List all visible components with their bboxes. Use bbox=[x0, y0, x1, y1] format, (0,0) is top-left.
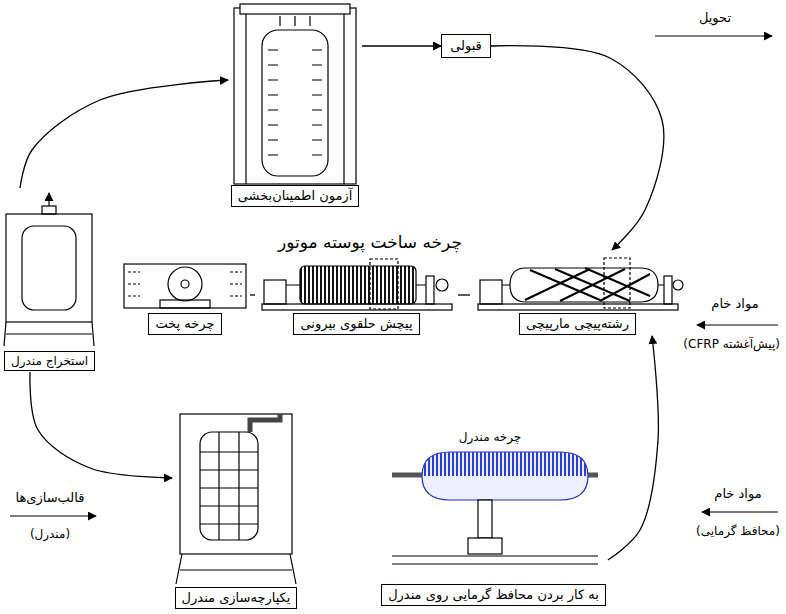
flow-connector bbox=[362, 45, 441, 46]
machine-bed bbox=[262, 304, 452, 310]
pressure-ticks bbox=[268, 16, 322, 155]
station-label: رشته‌پیچی مارپیچی bbox=[519, 313, 636, 335]
mandrel-assembly-station: یکپارچه‌سازی مندرل bbox=[172, 405, 300, 610]
rail bbox=[392, 556, 598, 564]
tailstock bbox=[426, 276, 434, 304]
part-label: چرخه مندرل bbox=[457, 430, 524, 446]
station-label: آزمون اطمینان‌بخشی bbox=[231, 185, 360, 207]
station-label: پیچش حلقوی بیرونی bbox=[293, 313, 419, 335]
delivery-arrow bbox=[655, 35, 772, 36]
flow-connector bbox=[458, 294, 470, 295]
oven-cabinet bbox=[180, 414, 292, 554]
flow-connector bbox=[250, 294, 255, 295]
insulation-station: به کار بردن محافظ گرمایی روی مندرل bbox=[379, 445, 608, 607]
test-frame bbox=[234, 8, 356, 184]
rotisserie-hub bbox=[181, 280, 189, 288]
carriage bbox=[604, 258, 630, 308]
headstock bbox=[264, 280, 286, 304]
extraction-oven bbox=[4, 193, 94, 346]
flow-connector bbox=[491, 46, 664, 250]
cure-station: چرخه پخت bbox=[120, 262, 250, 336]
mandrel-segments bbox=[200, 432, 258, 540]
input-label: مواد خام bbox=[712, 486, 763, 503]
station-label: یکپارچه‌سازی مندرل bbox=[175, 587, 298, 609]
oven-legs bbox=[4, 322, 94, 346]
flow-connector bbox=[20, 80, 228, 188]
station-label: استخراج مندرل bbox=[4, 351, 95, 371]
stand-post bbox=[478, 500, 492, 538]
input-note: (محافظ گرمایی) bbox=[694, 524, 782, 540]
input-note: (مندرل) bbox=[28, 527, 72, 543]
mandrel bbox=[422, 452, 588, 500]
helical-winding-machine bbox=[478, 258, 683, 310]
box-label: قبولی bbox=[450, 37, 482, 55]
output-label: تحویل bbox=[697, 10, 733, 27]
test-station: آزمون اطمینان‌بخشی bbox=[228, 2, 362, 208]
helical-fibres bbox=[525, 268, 650, 301]
station-label: چرخه پخت bbox=[148, 313, 221, 335]
heat-flow bbox=[128, 272, 242, 296]
oven-base bbox=[160, 300, 210, 308]
acceptance-box: قبولی bbox=[441, 34, 491, 58]
flow-connector bbox=[608, 336, 659, 560]
rotisserie bbox=[168, 267, 202, 301]
input-arrow bbox=[702, 511, 778, 512]
io-arrows bbox=[10, 36, 778, 516]
input-label: مواد خام bbox=[709, 296, 760, 313]
segmented-mandrel bbox=[200, 432, 258, 540]
mandrel-assembly-oven bbox=[176, 414, 296, 584]
station-label: به کار بردن محافظ گرمایی روی مندرل bbox=[381, 584, 606, 606]
tailstock bbox=[664, 276, 672, 304]
helical-winding-station: رشته‌پیچی مارپیچی bbox=[470, 250, 685, 336]
diagram-title: چرخه ساخت پوسته موتور bbox=[278, 231, 462, 253]
hoop-winding-station: پیچش حلقوی بیرونی bbox=[255, 255, 458, 336]
mandrel-on-stand bbox=[392, 452, 598, 564]
duct bbox=[250, 414, 280, 432]
test-stand bbox=[234, 4, 356, 184]
flow-connector bbox=[30, 372, 172, 478]
motor-case bbox=[262, 30, 328, 176]
input-arrow bbox=[10, 515, 96, 516]
machine-bed bbox=[478, 304, 678, 310]
input-label: قالب‌سازی‌ها bbox=[13, 490, 86, 507]
test-post bbox=[245, 14, 246, 184]
stand-foot bbox=[468, 538, 502, 554]
tailstock-wheel bbox=[673, 280, 683, 290]
headstock bbox=[480, 280, 502, 304]
test-cap bbox=[240, 4, 350, 14]
exhaust-arrow bbox=[48, 193, 49, 206]
tailstock-wheel bbox=[436, 279, 448, 291]
carriage bbox=[370, 259, 398, 309]
test-post bbox=[343, 14, 344, 184]
thermal-insulation bbox=[422, 452, 588, 476]
motor-case bbox=[510, 268, 658, 302]
curing-oven bbox=[124, 264, 246, 308]
input-arrow bbox=[697, 324, 778, 325]
chimney bbox=[42, 206, 56, 214]
oven-legs bbox=[176, 554, 296, 584]
oven-cabinet bbox=[6, 214, 92, 322]
extraction-station: استخراج مندرل bbox=[2, 188, 97, 372]
input-note: (پیش‌آغشته CFRP) bbox=[681, 337, 782, 353]
oven-body bbox=[124, 264, 246, 308]
motor-case bbox=[22, 226, 76, 310]
hoop-winding-machine bbox=[262, 259, 452, 310]
